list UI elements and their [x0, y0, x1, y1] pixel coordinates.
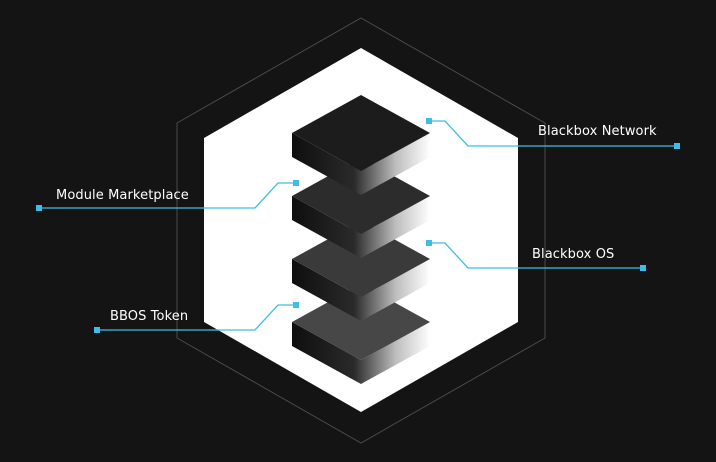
connector-lines — [36, 118, 680, 333]
layer-top — [292, 95, 430, 171]
layer-side — [292, 259, 430, 321]
layer-side — [292, 133, 430, 195]
connector-dot — [94, 327, 100, 333]
label-bbos-token: BBOS Token — [110, 309, 189, 324]
connector-blackbox-os — [426, 240, 646, 271]
layer-top — [292, 284, 430, 360]
layer-module-marketplace — [292, 158, 430, 258]
layer-bbos-token — [292, 284, 430, 384]
layer-top — [292, 158, 430, 234]
layer-stack — [292, 95, 430, 384]
layer-blackbox-network — [292, 95, 430, 195]
layer-side — [292, 196, 430, 258]
connector-module-marketplace — [36, 180, 299, 211]
layer-side — [292, 322, 430, 384]
label-blackbox-os: Blackbox OS — [532, 247, 615, 262]
layer-blackbox-os — [292, 221, 430, 321]
connector-dot — [36, 205, 42, 211]
connector-dot — [640, 265, 646, 271]
layer-top — [292, 221, 430, 297]
connector-dot — [426, 118, 432, 124]
label-module-marketplace: Module Marketplace — [56, 188, 189, 203]
connector-dot — [426, 240, 432, 246]
connector-dot — [293, 180, 299, 186]
connector-bbos-token — [94, 302, 299, 333]
connector-dot — [674, 143, 680, 149]
connector-dot — [293, 302, 299, 308]
outer-hexagon — [176, 17, 546, 444]
label-blackbox-network: Blackbox Network — [538, 124, 657, 139]
connector-blackbox-network — [426, 118, 680, 149]
